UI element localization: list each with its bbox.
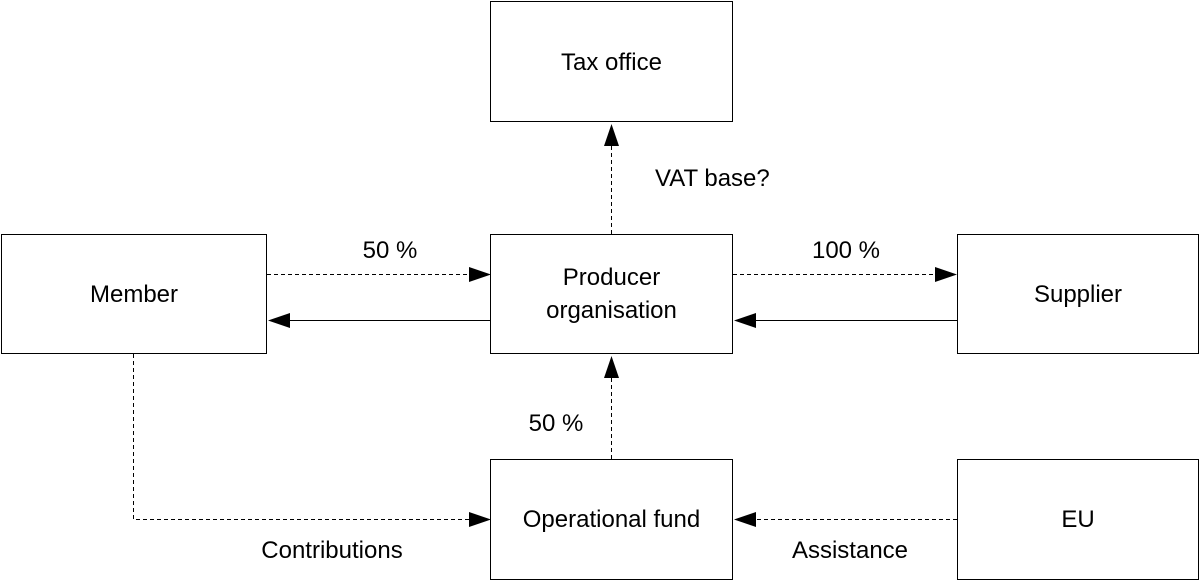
arrowhead-right xyxy=(469,512,491,527)
node-tax-office: Tax office xyxy=(490,1,733,122)
edge-eu-to-fund xyxy=(734,512,957,527)
node-operational-fund-label: Operational fund xyxy=(523,506,700,533)
arrowhead-left xyxy=(734,512,756,527)
label-contributions: Contributions xyxy=(261,537,402,564)
node-eu: EU xyxy=(957,459,1199,580)
label-assistance: Assistance xyxy=(792,537,908,564)
node-producer-organisation: Producer organisation xyxy=(490,234,733,354)
edge-member-to-fund xyxy=(133,354,491,527)
arrowhead-right xyxy=(935,267,957,282)
node-member-label: Member xyxy=(90,281,178,308)
label-vat-base: VAT base? xyxy=(655,165,770,192)
node-tax-office-label: Tax office xyxy=(561,49,662,76)
edge-supplier-to-po xyxy=(734,313,957,328)
arrowhead-up xyxy=(604,124,619,146)
arrowhead-left xyxy=(268,313,290,328)
node-eu-label: EU xyxy=(1061,506,1094,533)
edge-member-to-po xyxy=(267,267,491,282)
node-operational-fund: Operational fund xyxy=(490,459,733,580)
arrowhead-right xyxy=(469,267,491,282)
edge-po-to-member xyxy=(268,313,490,328)
node-member: Member xyxy=(1,234,267,354)
node-producer-organisation-label-line-2: organisation xyxy=(546,297,677,324)
node-supplier-label: Supplier xyxy=(1034,281,1122,308)
node-producer-organisation-label-line-1: Producer xyxy=(563,264,660,291)
node-supplier: Supplier xyxy=(957,234,1199,354)
edge-fund-to-po xyxy=(604,356,619,459)
label-member-to-po: 50 % xyxy=(363,237,418,264)
edge-po-to-tax-office xyxy=(604,124,619,234)
label-po-to-supplier: 100 % xyxy=(812,237,880,264)
label-fund-to-po: 50 % xyxy=(529,410,584,437)
edge-po-to-supplier xyxy=(733,267,957,282)
arrowhead-up xyxy=(604,356,619,378)
arrowhead-left xyxy=(734,313,756,328)
